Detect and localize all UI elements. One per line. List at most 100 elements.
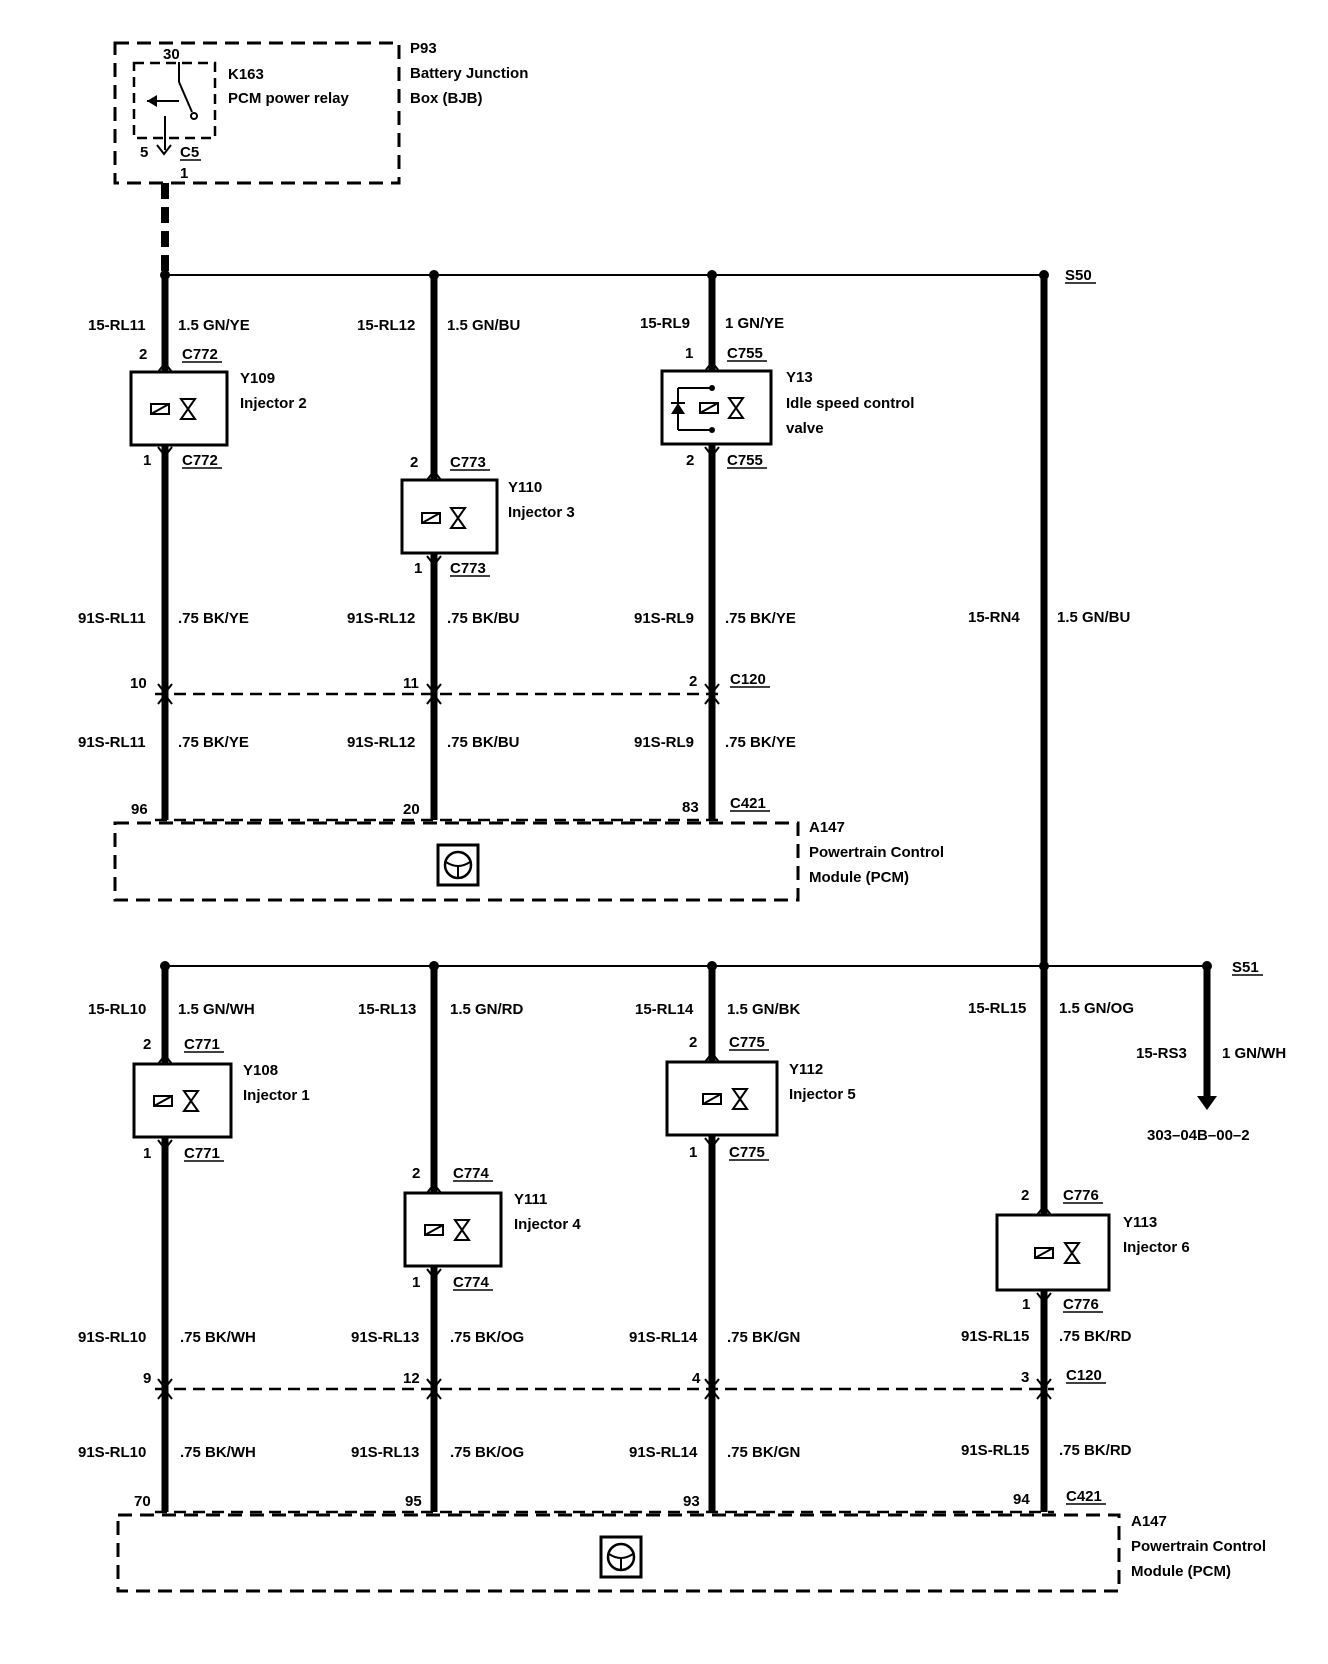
c120-pin: 10 bbox=[130, 675, 147, 692]
branch-circuit: 15-RS3 bbox=[1136, 1045, 1187, 1062]
injector-body bbox=[132, 1062, 233, 1139]
relay-switch-icon bbox=[147, 62, 198, 150]
c120-terminal-marks bbox=[157, 1378, 1052, 1400]
circuit-label: 91S-RL12 bbox=[347, 734, 415, 751]
connector-label: C771 bbox=[184, 1036, 220, 1053]
circuit-label: 15-RL11 bbox=[88, 317, 146, 334]
splice-s50: S50 bbox=[1065, 267, 1092, 284]
wire-label: .75 BK/YE bbox=[178, 734, 249, 751]
component-ref: Y110 bbox=[508, 479, 542, 496]
channel-idle-speed-valve: 15-RL9 1 GN/YE 1 C755 Y13 Idle speed con… bbox=[634, 275, 914, 820]
connector-c120: C120 bbox=[1066, 1367, 1102, 1384]
component-name: Injector 5 bbox=[789, 1086, 856, 1103]
pin-label: 2 bbox=[139, 346, 147, 363]
component-ref: Y108 bbox=[243, 1062, 278, 1079]
pcm-name-line1: Powertrain Control bbox=[809, 844, 944, 861]
connector-label: C776 bbox=[1063, 1296, 1099, 1313]
connector-label: C755 bbox=[727, 345, 763, 362]
wire-label: .75 BK/YE bbox=[178, 610, 249, 627]
c120-pin: 4 bbox=[692, 1370, 701, 1387]
branch-wire-size: 1 GN/WH bbox=[1222, 1045, 1286, 1062]
wire-label: .75 BK/BU bbox=[447, 610, 520, 627]
c5-terminal-icon bbox=[156, 144, 172, 156]
pcm-module-icon bbox=[599, 1535, 643, 1579]
pin-label: 2 bbox=[412, 1165, 420, 1182]
pcm-power-relay bbox=[132, 61, 217, 140]
injector-valve-icon bbox=[702, 1088, 749, 1110]
injector-valve-icon bbox=[150, 398, 197, 420]
c120-pin: 3 bbox=[1021, 1369, 1029, 1386]
wire-label: 1.5 GN/BU bbox=[447, 317, 520, 334]
circuit-label: 91S-RL11 bbox=[78, 734, 146, 751]
pcm-pin: 83 bbox=[682, 799, 699, 816]
component-ref: Y13 bbox=[786, 369, 813, 386]
splice-s51: S51 bbox=[1232, 959, 1259, 976]
pin-label: 2 bbox=[686, 452, 694, 469]
pcm-module-bottom bbox=[116, 1513, 1121, 1593]
circuit-label: 91S-RL9 bbox=[634, 610, 694, 627]
wire-label: .75 BK/YE bbox=[725, 734, 796, 751]
c120-terminal-marks bbox=[157, 683, 720, 705]
wire-label: 1.5 GN/RD bbox=[450, 1001, 524, 1018]
circuit-label: 15-RL13 bbox=[358, 1001, 416, 1018]
pcm-ref: A147 bbox=[1131, 1513, 1167, 1530]
relay-ref: K163 bbox=[228, 66, 264, 83]
component-name: Injector 3 bbox=[508, 504, 575, 521]
connector-c5: C5 bbox=[180, 144, 199, 161]
circuit-label: 91S-RL10 bbox=[78, 1444, 146, 1461]
channel-injector-3: 15-RL12 1.5 GN/BU 2 C773 Y110 Injector 3… bbox=[347, 275, 575, 820]
connector-c421: C421 bbox=[730, 795, 766, 812]
channel-injector-1: 15-RL10 1.5 GN/WH 2 C771 Y108 Injector 1… bbox=[78, 966, 310, 1512]
connector-c120: C120 bbox=[730, 671, 766, 688]
pcm-module-top bbox=[113, 821, 800, 902]
channel-injector-5: 15-RL14 1.5 GN/BK 2 C775 Y112 Injector 5… bbox=[629, 966, 856, 1512]
injector-body bbox=[400, 478, 499, 555]
connector-label: C771 bbox=[184, 1145, 220, 1162]
wire-label: .75 BK/YE bbox=[725, 610, 796, 627]
pin-label: 1 bbox=[143, 452, 151, 469]
circuit-label: 91S-RL12 bbox=[347, 610, 415, 627]
pin-label: 2 bbox=[1021, 1187, 1029, 1204]
component-name: Injector 2 bbox=[240, 395, 307, 412]
component-ref: Y112 bbox=[789, 1061, 823, 1078]
pin-label: 1 bbox=[414, 560, 422, 577]
injector-valve-icon bbox=[1034, 1242, 1081, 1264]
wire-label: .75 BK/WH bbox=[180, 1444, 256, 1461]
component-name: Idle speed control bbox=[786, 395, 914, 412]
branch-arrow-icon bbox=[1197, 1096, 1217, 1110]
pin-label: 1 bbox=[1022, 1296, 1030, 1313]
component-ref: Y111 bbox=[514, 1191, 547, 1208]
pcm-pin: 94 bbox=[1013, 1491, 1030, 1508]
wire-label: 1.5 GN/WH bbox=[178, 1001, 255, 1018]
branch-target-ref: 303–04B–00–2 bbox=[1147, 1127, 1250, 1144]
bjb-name-line2: Box (BJB) bbox=[410, 90, 483, 107]
connector-label: C773 bbox=[450, 560, 486, 577]
channel-injector-6: 15-RL15 1.5 GN/OG 2 C776 Y113 Injector 6… bbox=[961, 966, 1190, 1512]
c120-pin: 9 bbox=[143, 1370, 151, 1387]
pcm-name-line1: Powertrain Control bbox=[1131, 1538, 1266, 1555]
pcm-name-line2: Module (PCM) bbox=[809, 869, 909, 886]
pcm-pin: 70 bbox=[134, 1493, 151, 1510]
circuit-label: 15-RL14 bbox=[635, 1001, 694, 1018]
pcm-pin: 20 bbox=[403, 801, 420, 818]
circuit-label: 15-RL10 bbox=[88, 1001, 146, 1018]
pcm-pin: 96 bbox=[131, 801, 148, 818]
c120-pin: 12 bbox=[403, 1370, 420, 1387]
channel-injector-2: 15-RL11 1.5 GN/YE 2 C772 Y109 Injector 2… bbox=[78, 275, 307, 820]
circuit-label: 91S-RL15 bbox=[961, 1328, 1029, 1345]
connector-label: C772 bbox=[182, 346, 218, 363]
wire-label: .75 BK/GN bbox=[727, 1444, 800, 1461]
terminal-marks-top bbox=[157, 360, 720, 567]
c120-pin: 2 bbox=[689, 673, 697, 690]
circuit-label: 91S-RL10 bbox=[78, 1329, 146, 1346]
pin-label: 1 bbox=[143, 1145, 151, 1162]
circuit-label: 91S-RL11 bbox=[78, 610, 146, 627]
wire-label: .75 BK/OG bbox=[450, 1444, 524, 1461]
bjb-name-line1: Battery Junction bbox=[410, 65, 528, 82]
connector-label: C773 bbox=[450, 454, 486, 471]
terminal-marks-bottom bbox=[157, 1051, 1052, 1304]
injector-valve-icon bbox=[424, 1219, 471, 1241]
battery-junction-box bbox=[113, 41, 401, 185]
pcm-module-icon bbox=[436, 843, 480, 887]
